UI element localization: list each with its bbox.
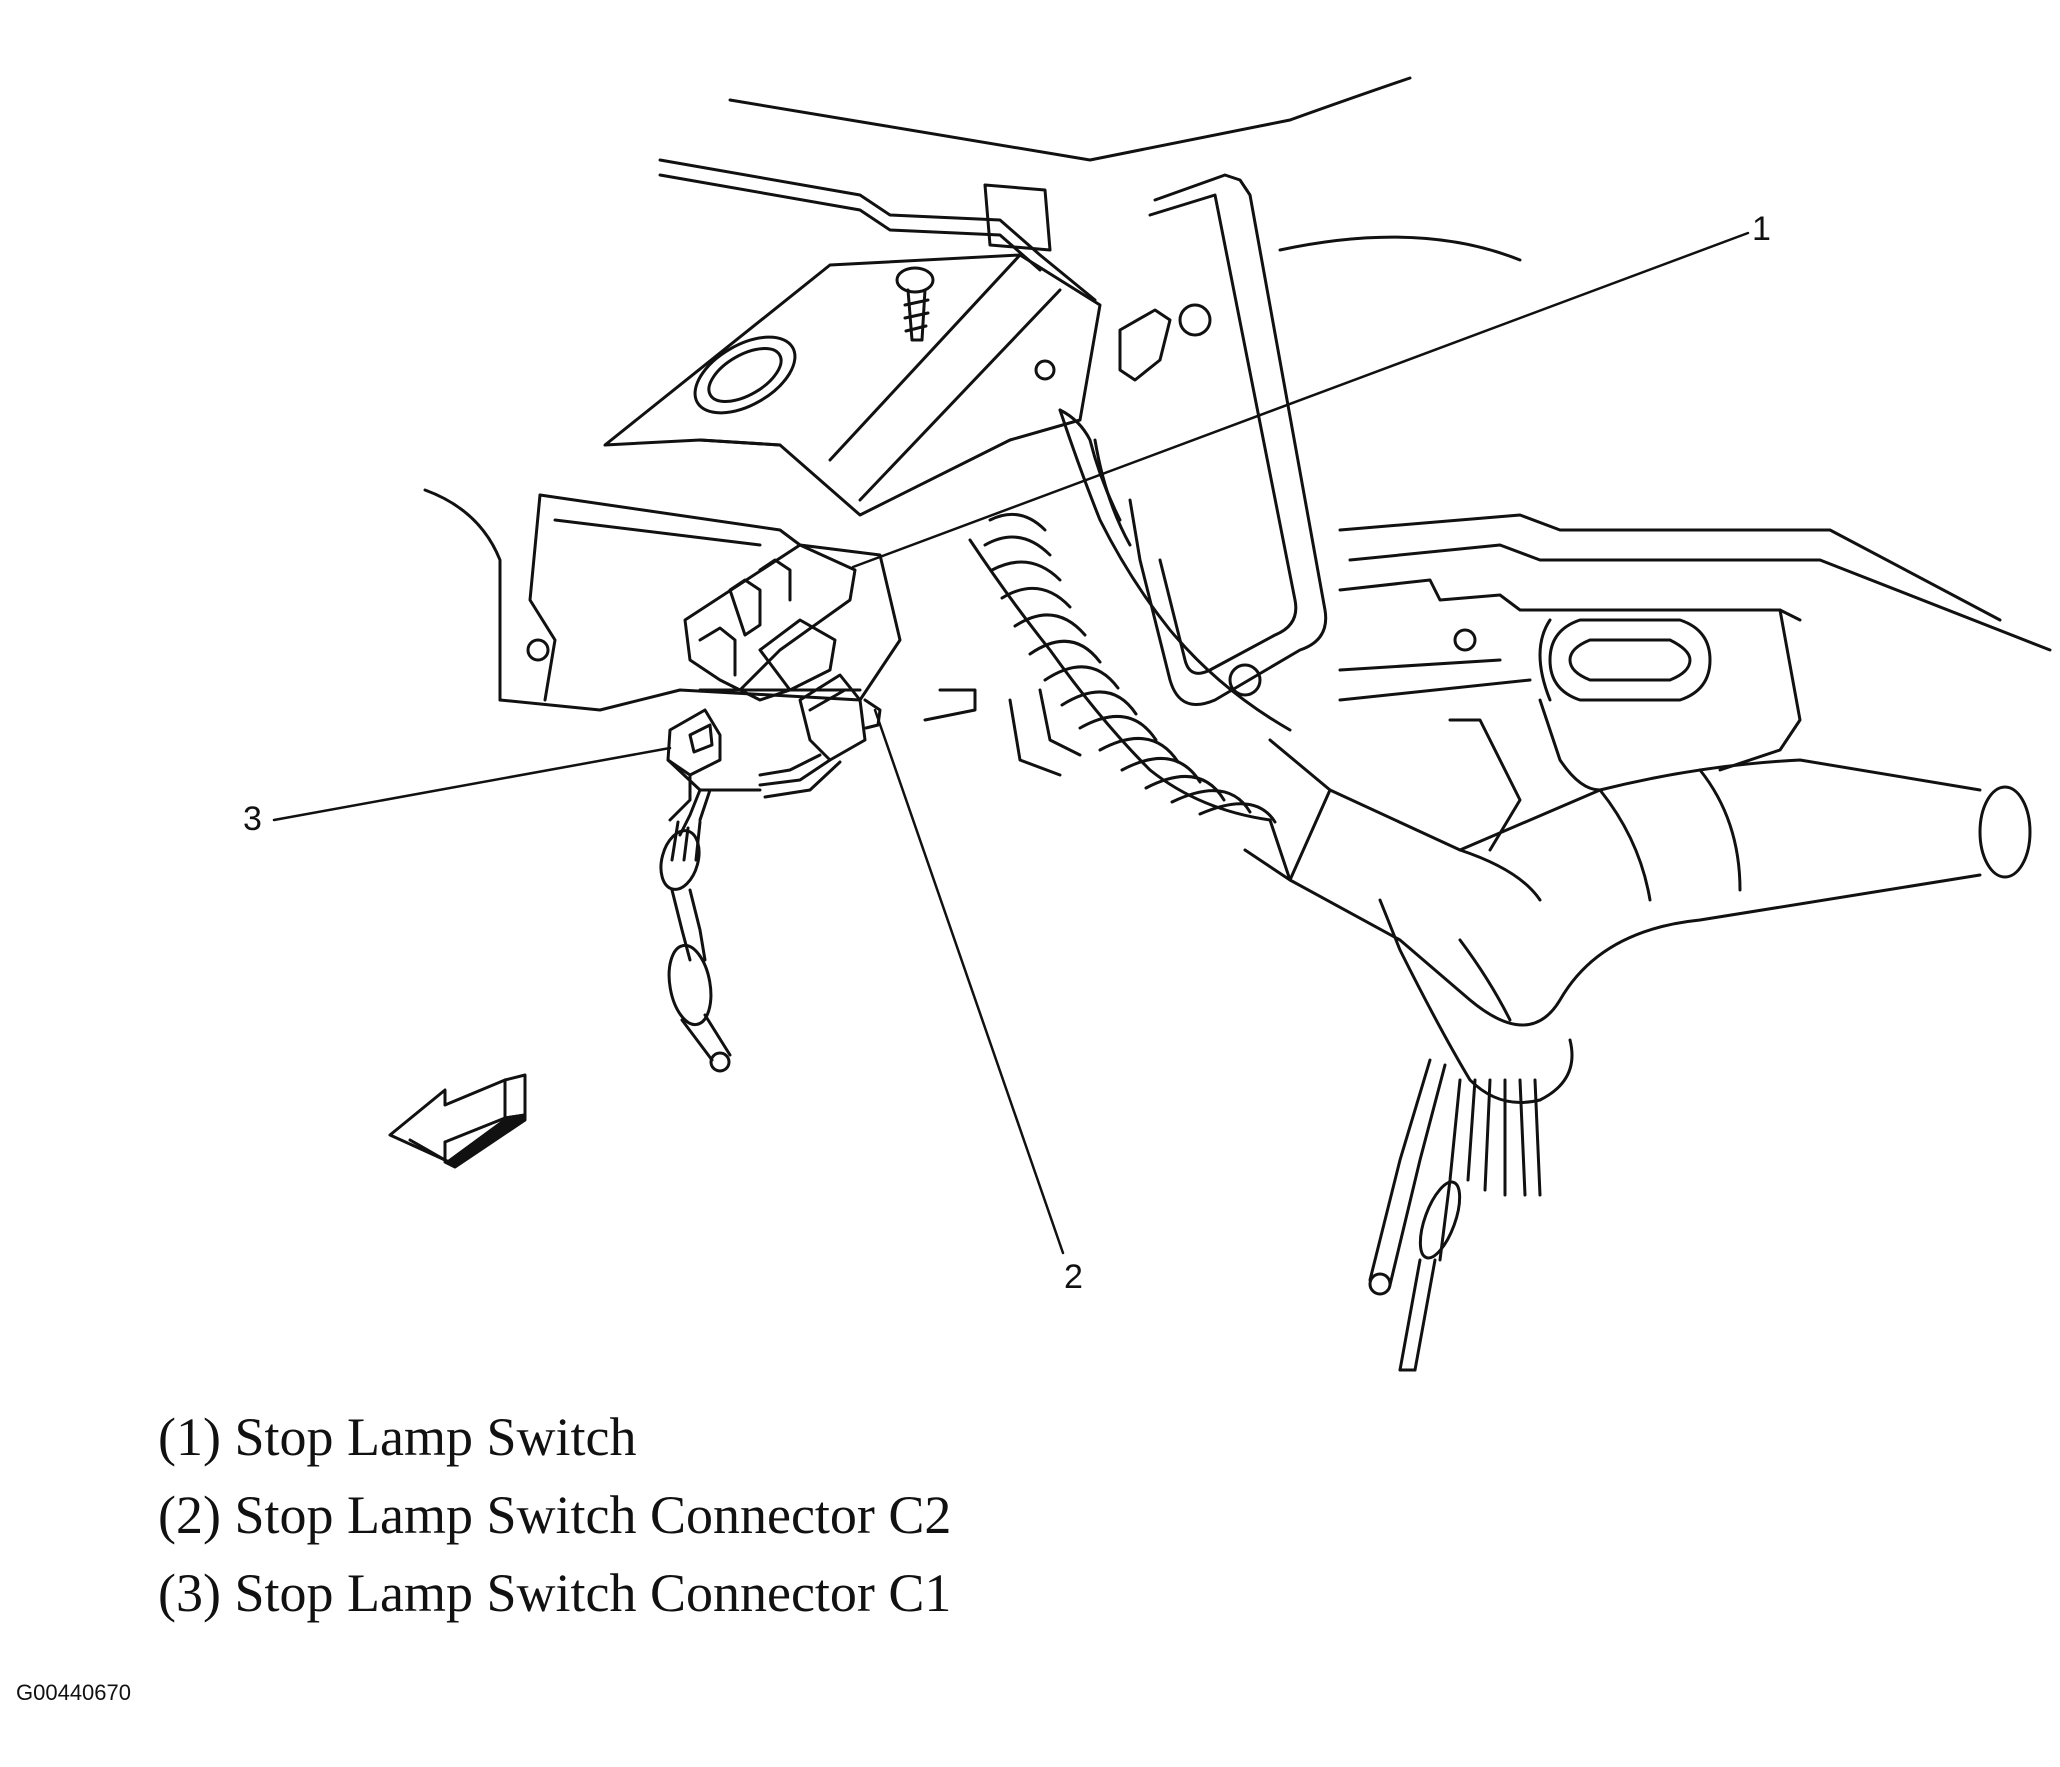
- component-diagram: 1 2 3: [243, 76, 2052, 1372]
- stop-lamp-switch-connector-c1: [659, 708, 762, 1073]
- cross-car-beam: [1008, 513, 2052, 777]
- legend-text: Stop Lamp Switch: [234, 1407, 637, 1467]
- callout-leader-1: [851, 231, 1750, 569]
- legend-marker: (2): [158, 1485, 221, 1545]
- callout-leader-2: [873, 708, 1065, 1255]
- front-of-vehicle-arrow-icon: [388, 1073, 527, 1169]
- dash-panel-structure: [603, 76, 1412, 517]
- callout-number-2: 2: [1064, 1258, 1083, 1296]
- callout-leaders: [272, 231, 1750, 1255]
- stop-lamp-switch: [683, 543, 857, 702]
- wiring-harness-conduit: [968, 408, 1332, 882]
- legend-item: (1) Stop Lamp Switch: [158, 1398, 951, 1476]
- stop-lamp-switch-connector-c2: [758, 673, 882, 799]
- legend-item: (3) Stop Lamp Switch Connector C1: [158, 1554, 951, 1632]
- legend-item: (2) Stop Lamp Switch Connector C2: [158, 1476, 951, 1554]
- callout-leader-3: [272, 746, 672, 822]
- callout-number-1: 1: [1752, 210, 1771, 248]
- parts-legend: (1) Stop Lamp Switch (2) Stop Lamp Switc…: [158, 1398, 951, 1632]
- callout-number-3: 3: [243, 800, 262, 838]
- legend-text: Stop Lamp Switch Connector C1: [234, 1563, 952, 1623]
- callout-numbers: 1 2 3: [243, 210, 1771, 1296]
- pedal-bracket: [1118, 173, 1522, 706]
- legend-marker: (1): [158, 1407, 221, 1467]
- legend-marker: (3): [158, 1563, 221, 1623]
- main-wiring-harness: [1288, 698, 2032, 1104]
- harness-breakout-wires: [1368, 1058, 1542, 1372]
- legend-text: Stop Lamp Switch Connector C2: [234, 1485, 952, 1545]
- mounting-bracket: [423, 488, 977, 722]
- figure-id: G00440670: [16, 1680, 131, 1705]
